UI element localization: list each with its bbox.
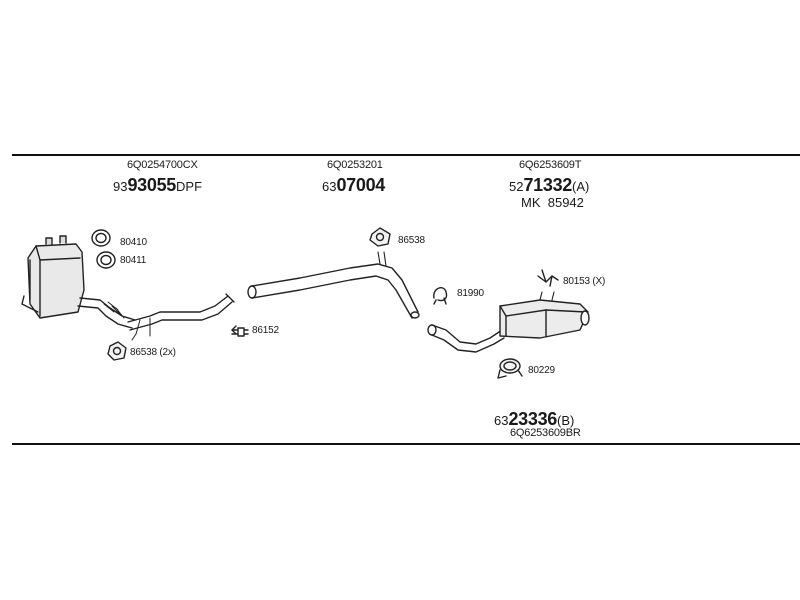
bracket-icon [537, 269, 559, 287]
mk-number: MK 85942 [521, 196, 584, 209]
label-80229: 80229 [528, 365, 555, 376]
rear-silencer-icon [499, 291, 590, 339]
label-81990: 81990 [457, 288, 484, 299]
part-suffix: (B) [557, 413, 575, 428]
part-prefix: 93 [113, 179, 128, 194]
pipe-clamp-icon [497, 358, 523, 379]
label-80410: 80410 [120, 237, 147, 248]
oe-number-rear-silencer: 6Q6253609BR [510, 427, 581, 439]
part-suffix: DPF [176, 179, 203, 194]
oe-number-middle: 6Q0253201 [327, 159, 383, 171]
part-number-front: 9393055DPF [113, 176, 202, 194]
bottom-divider [12, 443, 800, 445]
middle-pipe-icon [247, 251, 420, 319]
oe-number-rear: 6Q6253609T [519, 159, 582, 171]
mk-label: MK [521, 195, 541, 210]
mk-value: 85942 [547, 195, 584, 210]
gasket-ring-icon [91, 229, 111, 247]
oe-number-front: 6Q0254700CX [127, 159, 198, 171]
part-main: 23336 [508, 409, 558, 429]
part-main: 93055 [127, 175, 177, 195]
part-prefix: 63 [494, 413, 509, 428]
flange-gasket-icon [369, 227, 391, 247]
label-86152: 86152 [252, 325, 279, 336]
gasket-ring-icon [96, 251, 116, 269]
label-86538-2x: 86538 (2x) [130, 347, 176, 358]
part-suffix: (A) [572, 179, 590, 194]
label-80411: 80411 [120, 255, 147, 266]
part-number-rear: 5271332(A) [509, 176, 589, 194]
part-number-rear-silencer: 6323336(B) [494, 410, 574, 428]
part-prefix: 52 [509, 179, 524, 194]
part-main: 71332 [523, 175, 573, 195]
top-divider [12, 154, 800, 156]
dpf-catalytic-converter-icon [21, 235, 235, 341]
part-number-middle: 6307004 [322, 176, 385, 194]
label-86538: 86538 [398, 235, 425, 246]
part-prefix: 63 [322, 179, 337, 194]
clamp-icon [231, 325, 249, 337]
hanger-rubber-icon [433, 287, 448, 305]
rear-pipe-icon [427, 324, 505, 353]
flange-gasket-icon [107, 341, 127, 361]
part-main: 07004 [336, 175, 386, 195]
label-80153-x: 80153 (X) [563, 276, 606, 287]
